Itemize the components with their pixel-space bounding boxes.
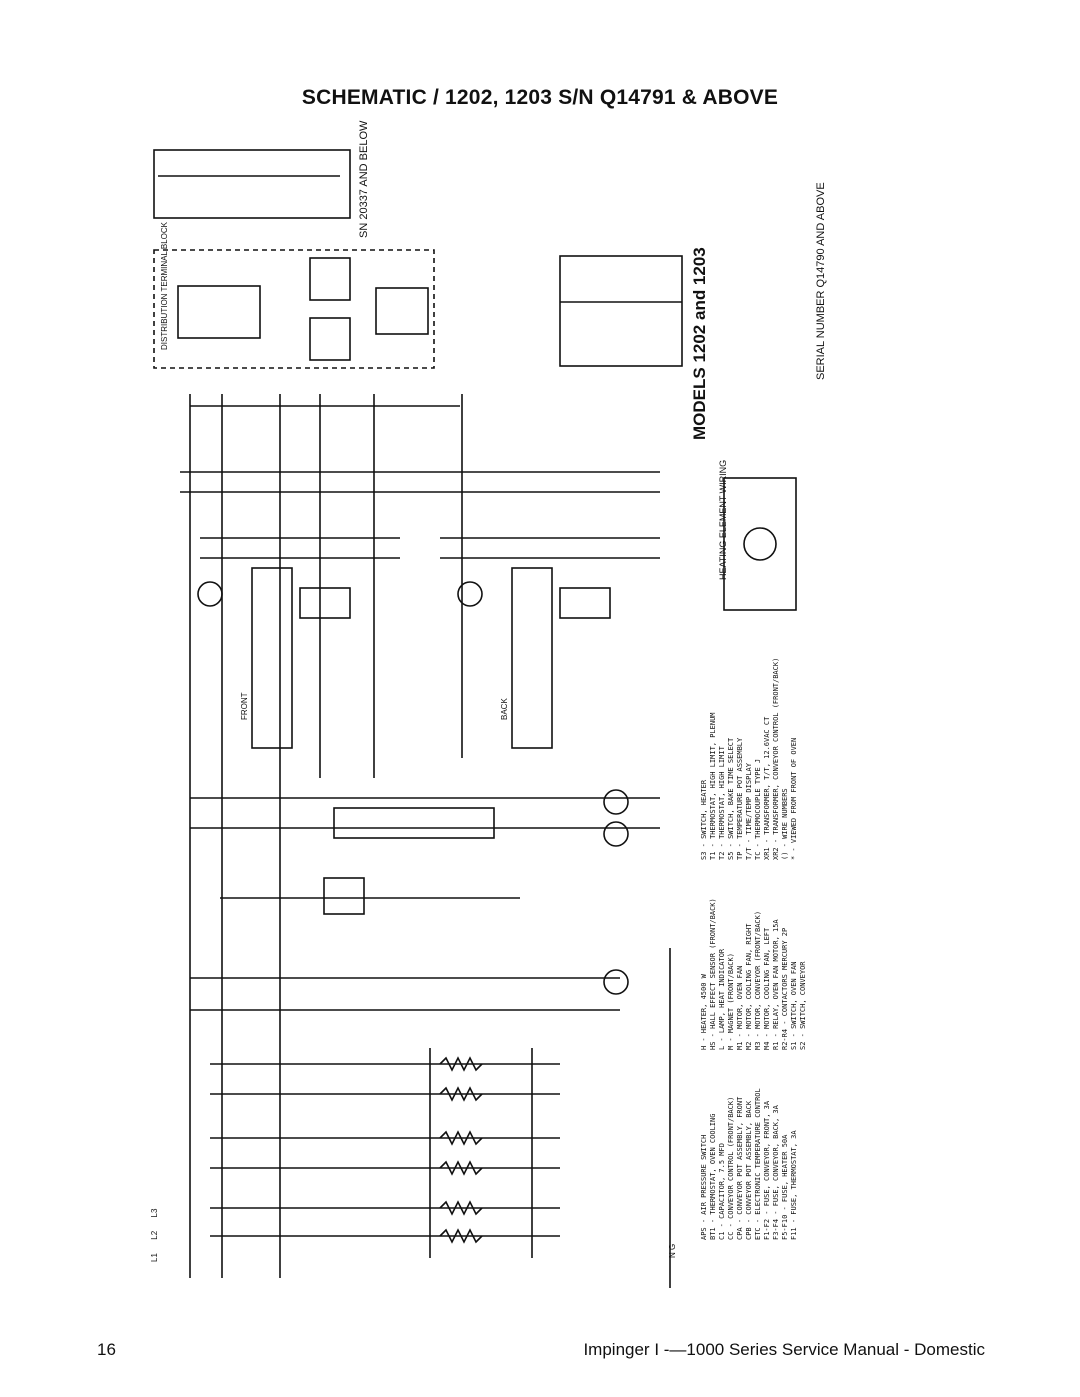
line-label: L1 — [150, 1253, 159, 1262]
footer-title: Impinger I -—1000 Series Service Manual … — [583, 1340, 985, 1359]
legend-item: M4 - MOTOR, COOLING FAN, LEFT — [763, 927, 771, 1050]
legend-item: CPB - CONVEYOR POT ASSEMBLY, BACK — [745, 1100, 753, 1240]
page-title: SCHEMATIC / 1202, 1203 S/N Q14791 & ABOV… — [301, 86, 779, 109]
legend-item: F3-F4 - FUSE, CONVEYOR, BACK, 3A — [772, 1105, 780, 1240]
distribution-block-outline — [153, 249, 435, 369]
legend-item: M3 - MOTOR, CONVEYOR (FRONT/BACK) — [754, 910, 762, 1050]
tt-terminal-block-old — [153, 149, 351, 219]
cc-back-label: BACK — [500, 698, 509, 720]
legend-item: * - VIEWED FROM FRONT OF OVEN — [790, 737, 798, 860]
legend-item: F1-F2 - FUSE, CONVEYOR, FRONT, 3A — [763, 1100, 771, 1240]
legend-item: F5-F10 - FUSE, HEATER 50A — [781, 1134, 789, 1240]
legend-item: S5 - SWITCH, BAKE TIME SELECT — [727, 737, 735, 860]
page-number: 16 — [97, 1340, 116, 1359]
cc-front-label: FRONT — [240, 692, 249, 720]
distribution-block-label: DISTRIBUTION TERMINAL BLOCK — [160, 221, 169, 350]
legend-item: () - WIRE NUMBERS — [781, 788, 789, 860]
legend-item: TC - THERMOCOUPLE TYPE J — [754, 758, 762, 860]
legend-item: R2-R4 - CONTACTORS MERCURY 2P — [781, 927, 789, 1050]
legend-item: T1 - THERMOSTAT, HIGH LIMIT, PLENUM — [709, 712, 717, 860]
legend-item: M1 - MOTOR, OVEN FAN — [736, 965, 744, 1050]
legend-item: APS - AIR PRESSURE SWITCH — [700, 1134, 708, 1240]
legend-item: HS - HALL EFFECT SENSOR (FRONT/BACK) — [709, 898, 717, 1050]
line-label: L3 — [150, 1208, 159, 1218]
legend-item: R1 - RELAY, OVEN FAN MOTOR, 15A — [772, 919, 780, 1050]
legend-column-1: APS - AIR PRESSURE SWITCH BT1 - THERMOST… — [700, 1088, 799, 1240]
line-labels: L1 L2 L3 — [150, 1209, 159, 1262]
legend-item: S3 - SWITCH, HEATER — [700, 779, 708, 860]
legend-item: XR2 - TRANSFORMER, CONVEYOR CONTROL (FRO… — [772, 657, 780, 860]
line-label: L2 — [150, 1230, 159, 1240]
cc-front-box — [251, 567, 293, 749]
legend-item: CPA - CONVEYOR POT ASSEMBLY, FRONT — [736, 1096, 744, 1240]
legend-item: XR1 - TRANSFORMER, T/T, 12.6VAC CT — [763, 716, 771, 860]
legend-item: M2 - MOTOR, COOLING FAN, RIGHT — [745, 923, 753, 1050]
cc-back-box — [511, 567, 553, 749]
etc-box — [559, 255, 683, 367]
models-heading: MODELS 1202 and 1203 — [690, 247, 709, 440]
legend-item: T/T - TIME/TEMP DISPLAY — [745, 763, 753, 860]
legend-column-3: S3 - SWITCH, HEATER T1 - THERMOSTAT, HIG… — [700, 658, 799, 860]
legend-item: S2 - SWITCH, CONVEYOR — [799, 961, 807, 1050]
serial-note: SERIAL NUMBER Q14790 AND ABOVE — [815, 182, 827, 380]
legend-item: ETC - ELECTRONIC TEMPERATURE CONTROL — [754, 1088, 762, 1240]
legend-item: TP - TEMPERATURE POT ASSEMBLY — [736, 737, 744, 860]
legend-item: T2 - THERMOSTAT, HIGH LIMIT — [718, 746, 726, 860]
legend-item: CC - CONVEYOR CONTROL (FRONT/BACK) — [727, 1096, 735, 1240]
legend-item: L - LAMP, HEAT INDICATOR — [718, 948, 726, 1050]
neutral-label: N G — [668, 1243, 677, 1258]
wiring-schematic — [153, 149, 797, 1288]
legend-item: C1 - CAPACITOR, 7.5 MFD — [718, 1143, 726, 1240]
legend-column-2: H - HEATER, 4500 W HS - HALL EFFECT SENS… — [700, 898, 808, 1050]
legend-item: H - HEATER, 4500 W — [700, 974, 708, 1050]
heating-element-wiring-box — [723, 477, 797, 611]
legend-item: M - MAGNET (FRONT/BACK) — [727, 953, 735, 1050]
heating-element-title: HEATING ELEMENT WIRING — [718, 459, 728, 580]
legend-item: F11 - FUSE, THERMOSTAT, 3A — [790, 1130, 798, 1240]
legend-item: S1 - SWITCH, OVEN FAN — [790, 961, 798, 1050]
sn-below-note: SN 20337 AND BELOW — [358, 120, 370, 238]
legend-item: BT1 - THERMOSTAT, OVEN COOLING — [709, 1113, 717, 1240]
